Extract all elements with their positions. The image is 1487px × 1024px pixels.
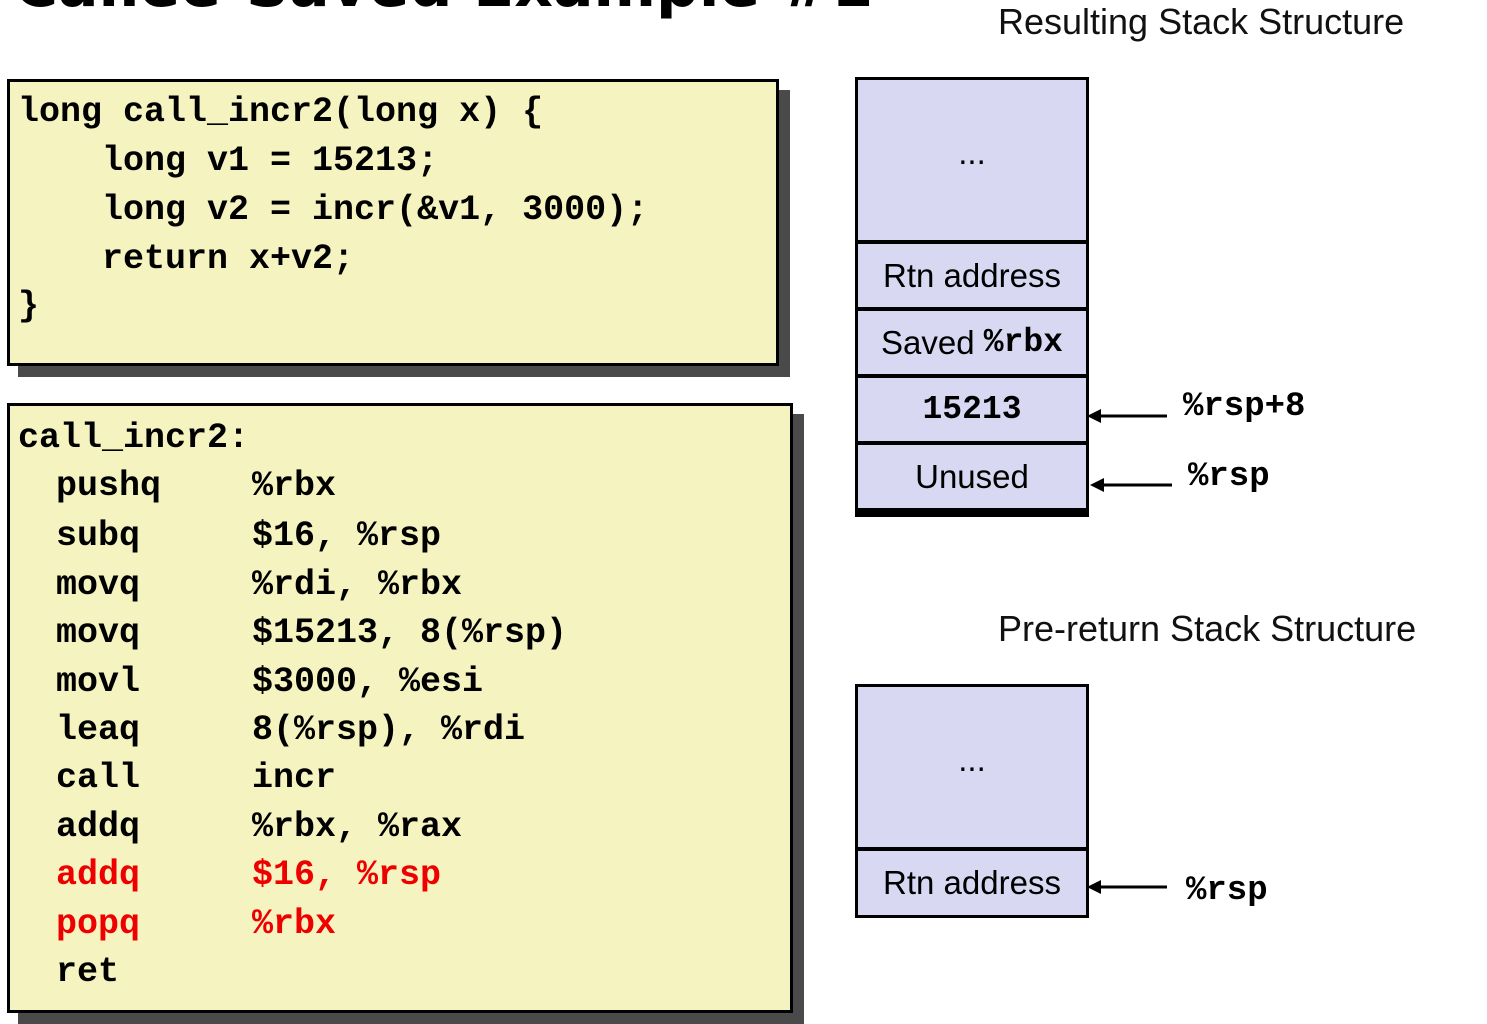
asm-opcode: subq (56, 516, 141, 556)
slide-title: Callee-Saved Example #1 (14, 0, 873, 16)
asm-operands: $16, %rsp (252, 855, 442, 895)
stack-cell-saved-rbx: Saved %rbx (858, 311, 1086, 374)
asm-opcode: leaq (56, 710, 141, 750)
c-code-line: return x+v2; (18, 239, 355, 279)
asm-operands: 8(%rsp), %rdi (252, 710, 526, 750)
unused-text: Unused (915, 457, 1029, 495)
asm-operands: incr (252, 758, 337, 798)
asm-opcode: popq (56, 904, 141, 944)
return-address-text: Rtn address (883, 864, 1061, 901)
stack-cell-return-address: Rtn address (858, 851, 1086, 915)
ellipsis-text: ... (958, 134, 986, 171)
asm-operands: $16, %rsp (252, 516, 442, 556)
c-code-line: long call_incr2(long x) { (18, 92, 544, 132)
asm-operands: $15213, 8(%rsp) (252, 613, 568, 653)
asm-opcode: call (56, 758, 141, 798)
asm-opcode: movq (56, 613, 141, 653)
asm-operands: %rdi, %rbx (252, 565, 463, 605)
c-code-line: long v1 = 15213; (18, 141, 439, 181)
stack-cell-value: 15213 (858, 378, 1086, 441)
asm-operands: %rbx (252, 466, 337, 506)
asm-opcode: pushq (56, 466, 162, 506)
asm-opcode: addq (56, 855, 141, 895)
return-address-text: Rtn address (883, 256, 1061, 294)
stack-cell-return-address: Rtn address (858, 244, 1086, 307)
prereturn-stack-title: Pre-return Stack Structure (998, 608, 1417, 649)
rsp-arrow (1090, 478, 1172, 492)
asm-opcode: ret (56, 952, 120, 992)
asm-opcode: addq (56, 807, 141, 847)
rsp-label: %rsp (1188, 458, 1270, 496)
stack-cell-unused: Unused (858, 445, 1086, 508)
c-code-line: long v2 = incr(&v1, 3000); (18, 190, 649, 230)
resulting-stack-title: Resulting Stack Structure (998, 1, 1405, 42)
asm-label: call_incr2: (18, 418, 250, 458)
saved-register: %rbx (983, 324, 1063, 361)
asm-operands: %rbx, %rax (252, 807, 463, 847)
c-code-line: } (18, 286, 40, 326)
resulting-stack: ... Rtn address Saved %rbx 15213 Unused (855, 77, 1089, 517)
prereturn-rsp-arrow (1087, 880, 1167, 894)
asm-opcode: movq (56, 565, 141, 605)
stack-value-text: 15213 (922, 391, 1022, 428)
asm-operands: %rbx (252, 904, 337, 944)
asm-opcode: movl (56, 662, 141, 702)
stack-cell-ellipsis: ... (858, 687, 1086, 847)
saved-text: Saved (881, 323, 984, 361)
rsp-plus-8-arrow (1087, 409, 1167, 423)
prereturn-stack: ... Rtn address (855, 684, 1089, 918)
prereturn-rsp-label: %rsp (1186, 872, 1268, 910)
ellipsis-text: ... (958, 741, 986, 778)
c-code-box: long call_incr2(long x) { long v1 = 1521… (7, 79, 779, 366)
rsp-plus-8-label: %rsp+8 (1183, 388, 1306, 426)
asm-operands: $3000, %esi (252, 662, 484, 702)
asm-code-box: call_incr2: pushq %rbx subq $16, %rsp movq %r… (7, 403, 793, 1013)
stack-cell-ellipsis: ... (858, 80, 1086, 240)
